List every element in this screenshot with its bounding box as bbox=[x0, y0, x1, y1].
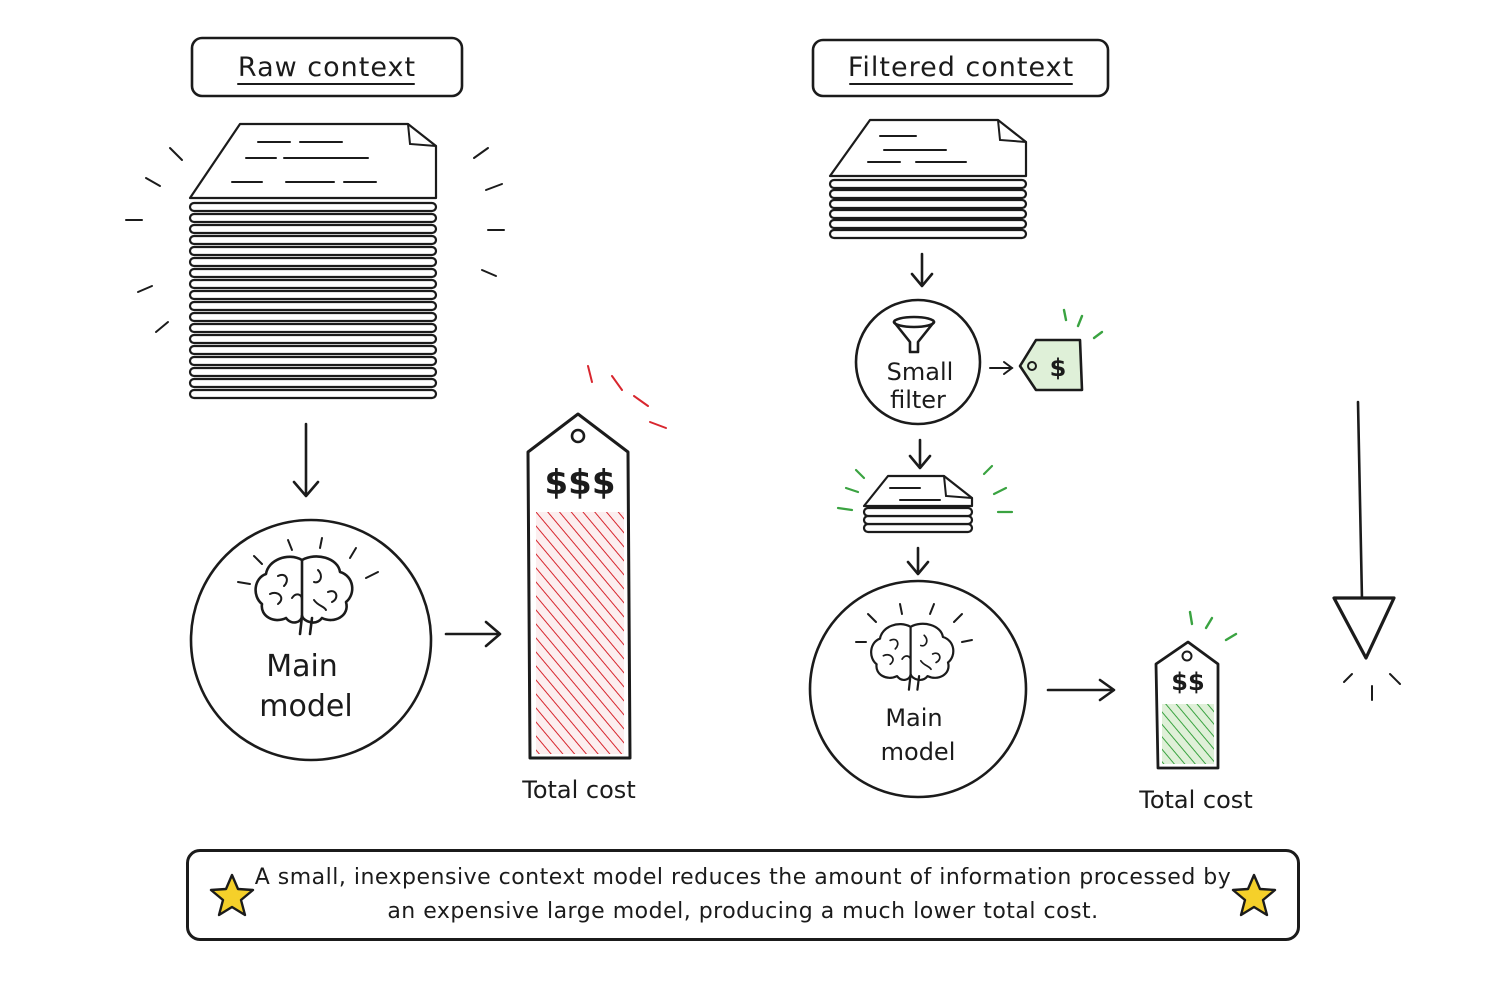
stack-sheet bbox=[828, 188, 1028, 200]
stack-sheet bbox=[862, 522, 974, 534]
folded-corner bbox=[997, 119, 1027, 143]
summary-box: A small, inexpensive context model reduc… bbox=[186, 849, 1300, 941]
raw-document-stack-icon bbox=[188, 122, 438, 400]
stack-sheet bbox=[188, 333, 438, 345]
stack-sheet bbox=[188, 278, 438, 290]
low-cost-price-tag-icon: $$ bbox=[1154, 610, 1238, 770]
stack-sheet bbox=[862, 506, 974, 518]
small-filter: Small filter bbox=[854, 298, 982, 426]
folded-corner bbox=[943, 475, 973, 499]
down-arrow-icon bbox=[1332, 400, 1401, 701]
folded-corner bbox=[407, 123, 437, 147]
filter-price-tag-icon: $ bbox=[1018, 308, 1104, 392]
stack-sheet bbox=[828, 218, 1028, 230]
stack-sheet bbox=[188, 256, 438, 268]
left-main-model: Main model bbox=[189, 518, 433, 762]
right-arrow-2 bbox=[908, 438, 932, 470]
filter-price-text: $ bbox=[1050, 354, 1067, 382]
star-icon bbox=[1231, 873, 1277, 917]
stack-sheet bbox=[188, 366, 438, 378]
high-cost-price-tag-icon: $$$ bbox=[526, 365, 667, 760]
top-sheet bbox=[862, 474, 974, 508]
right-header-text: Filtered context bbox=[848, 52, 1074, 83]
right-model-label-2: model bbox=[881, 738, 956, 766]
filtered-small-stack-icon bbox=[862, 474, 974, 534]
right-header: Filtered context bbox=[811, 38, 1110, 98]
stack-sheet bbox=[828, 198, 1028, 210]
stack-sheet bbox=[188, 355, 438, 367]
stack-sheet bbox=[188, 289, 438, 301]
stack-sheet bbox=[188, 245, 438, 257]
right-model-label-1: Main bbox=[885, 704, 942, 732]
left-right-arrow bbox=[444, 620, 502, 648]
right-total-cost-label: Total cost bbox=[1138, 786, 1252, 814]
stack-sheet bbox=[188, 234, 438, 246]
right-right-arrow bbox=[1046, 678, 1116, 702]
stack-sheet bbox=[828, 208, 1028, 220]
high-cost-price-text: $$$ bbox=[545, 463, 616, 503]
filter-label-1: Small bbox=[887, 358, 954, 386]
stack-sheet bbox=[188, 201, 438, 213]
right-arrow-1 bbox=[910, 252, 934, 288]
right-main-model: Main model bbox=[808, 579, 1028, 799]
left-down-arrow bbox=[292, 422, 320, 498]
stack-sheet bbox=[188, 388, 438, 400]
stack-sheet bbox=[188, 267, 438, 279]
summary-text: A small, inexpensive context model reduc… bbox=[254, 865, 1232, 924]
brain-icon bbox=[254, 555, 354, 636]
right-arrow-3 bbox=[906, 546, 930, 576]
stack-sheet bbox=[188, 212, 438, 224]
left-model-label-2: model bbox=[259, 689, 352, 724]
star-icon bbox=[209, 873, 255, 917]
brain-icon bbox=[870, 622, 955, 691]
left-header: Raw context bbox=[190, 36, 464, 98]
stack-burst bbox=[125, 147, 505, 333]
funnel-icon bbox=[892, 315, 936, 354]
stack-sheet bbox=[188, 300, 438, 312]
brain-rays bbox=[237, 537, 379, 585]
left-header-text: Raw context bbox=[238, 52, 416, 83]
stack-sheet bbox=[862, 514, 974, 526]
filter-label-2: filter bbox=[890, 386, 946, 414]
left-total-cost-label: Total cost bbox=[521, 776, 635, 804]
stack-sheet bbox=[188, 223, 438, 235]
small-stack-burst bbox=[836, 464, 1014, 514]
stack-sheet bbox=[828, 178, 1028, 190]
stack-sheet bbox=[828, 228, 1028, 240]
stack-sheet bbox=[188, 311, 438, 323]
stack-sheet bbox=[188, 322, 438, 334]
top-sheet bbox=[188, 122, 438, 200]
filter-cost-arrow bbox=[989, 361, 1014, 375]
top-sheet bbox=[828, 118, 1028, 178]
stack-sheet bbox=[188, 344, 438, 356]
filtered-document-stack-icon bbox=[828, 118, 1028, 240]
low-cost-price-text: $$ bbox=[1171, 668, 1204, 696]
stack-sheet bbox=[188, 377, 438, 389]
left-model-label-1: Main bbox=[266, 649, 338, 684]
